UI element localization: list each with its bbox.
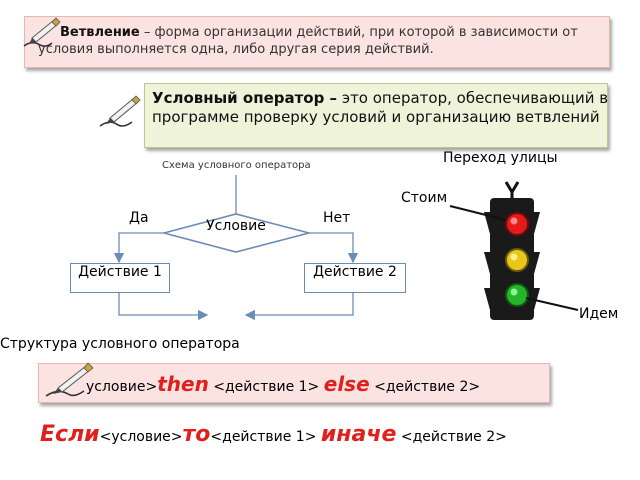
definition-term: Ветвление xyxy=(60,25,140,40)
merge-right-line xyxy=(244,291,354,321)
syntax-en: условие>then <действие 1> else <действие… xyxy=(86,372,480,396)
merge-left-line xyxy=(118,291,209,321)
syntax-ru-if: Если xyxy=(40,422,100,447)
syntax-ru-else: иначе xyxy=(320,422,397,447)
no-branch-line xyxy=(309,232,359,264)
pen-icon xyxy=(45,362,94,397)
green-light xyxy=(505,283,529,307)
operator-box xyxy=(144,83,608,148)
stop-pointer xyxy=(449,205,507,221)
yes-label: Да xyxy=(129,210,149,226)
syntax-ru-action1: <действие 1> xyxy=(210,429,317,445)
syntax-en-condition: условие> xyxy=(86,379,158,395)
syntax-en-box xyxy=(38,363,550,403)
syntax-ru-condition: <условие> xyxy=(99,429,183,445)
condition-label: Условие xyxy=(206,218,266,234)
flowchart-caption: Схема условного оператора xyxy=(162,160,311,171)
go-label: Идем xyxy=(579,306,619,322)
yes-branch-line xyxy=(113,232,164,264)
syntax-en-else: else xyxy=(323,372,370,396)
stop-label: Стоим xyxy=(401,190,448,206)
definition-box xyxy=(24,16,610,68)
definition-text: Ветвление – форма организации действий, … xyxy=(38,24,598,58)
syntax-en-action2: <действие 2> xyxy=(374,379,481,395)
syntax-en-action1: <действие 1> xyxy=(213,379,320,395)
pen-icon xyxy=(23,17,61,47)
syntax-ru: Если<условие>то<действие 1> иначе <дейст… xyxy=(40,422,507,447)
structure-title: Структура условного оператора xyxy=(0,336,240,352)
action1-box: Действие 1 xyxy=(70,263,170,293)
operator-body: это оператор, обеспечивающий в программе… xyxy=(152,89,609,126)
red-light xyxy=(505,212,529,236)
operator-term: Условный оператор – xyxy=(152,89,338,107)
syntax-en-then: then xyxy=(157,372,209,396)
syntax-ru-then: то xyxy=(182,422,211,447)
action1-label: Действие 1 xyxy=(78,264,162,280)
traffic-light-icon xyxy=(449,181,579,320)
syntax-ru-action2: <действие 2> xyxy=(400,429,507,445)
go-pointer xyxy=(525,297,579,311)
yellow-light xyxy=(505,248,529,272)
action2-label: Действие 2 xyxy=(313,264,397,280)
no-label: Нет xyxy=(323,210,351,226)
action2-box: Действие 2 xyxy=(304,263,406,293)
pen-icon xyxy=(99,95,141,127)
definition-body: – форма организации действий, при которо… xyxy=(38,25,578,57)
operator-text: Условный оператор – это оператор, обеспе… xyxy=(152,89,617,127)
traffic-title: Переход улицы xyxy=(443,150,558,166)
